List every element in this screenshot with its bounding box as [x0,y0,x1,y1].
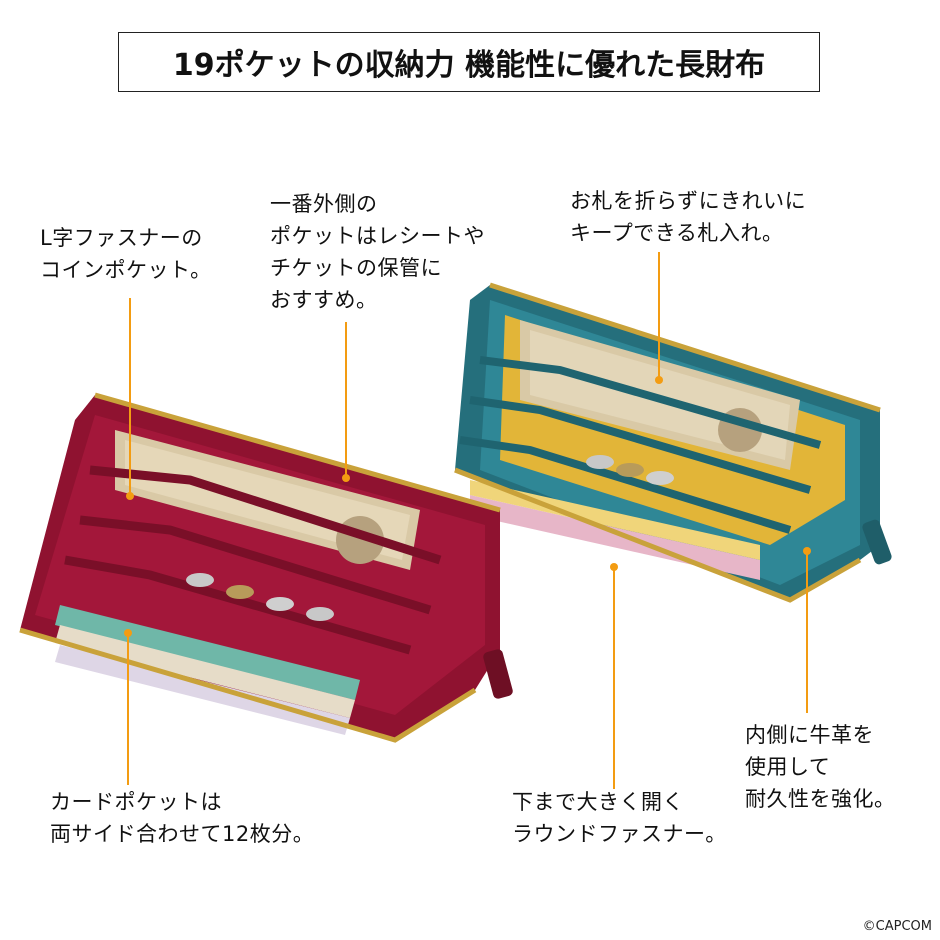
label-round-zipper: 下まで大きく開く ラウンドファスナー。 [512,790,727,846]
callout-line-zipper [613,567,615,789]
label-coin-pocket: L字ファスナーの コインポケット。 [40,226,212,282]
callout-line-outer [345,322,347,478]
callout-line-cowhide [806,551,808,713]
page-title: 19ポケットの収納力 機能性に優れた長財布 [118,32,820,92]
callout-dot-zipper [610,563,618,571]
label-bill-pocket: お札を折らずにきれいに キープできる札入れ。 [570,189,807,245]
red-wallet [19,392,513,743]
label-outer-pocket: 一番外側の ポケットはレシートや チケットの保管に おすすめ。 [270,192,485,312]
label-card-pocket: カードポケットは 両サイド合わせて12枚分。 [50,790,315,846]
callout-dot-cowhide [803,547,811,555]
copyright-text: ©CAPCOM [862,919,932,934]
callout-dot-bill [655,376,663,384]
callout-dot-coin [126,492,134,500]
callout-line-bill [658,252,660,380]
teal-wallet [454,282,892,603]
callout-line-card [127,633,129,785]
callout-dot-outer [342,474,350,482]
label-cowhide: 内側に牛革を 使用して 耐久性を強化。 [745,723,896,811]
callout-line-coin [129,298,131,496]
callout-dot-card [124,629,132,637]
